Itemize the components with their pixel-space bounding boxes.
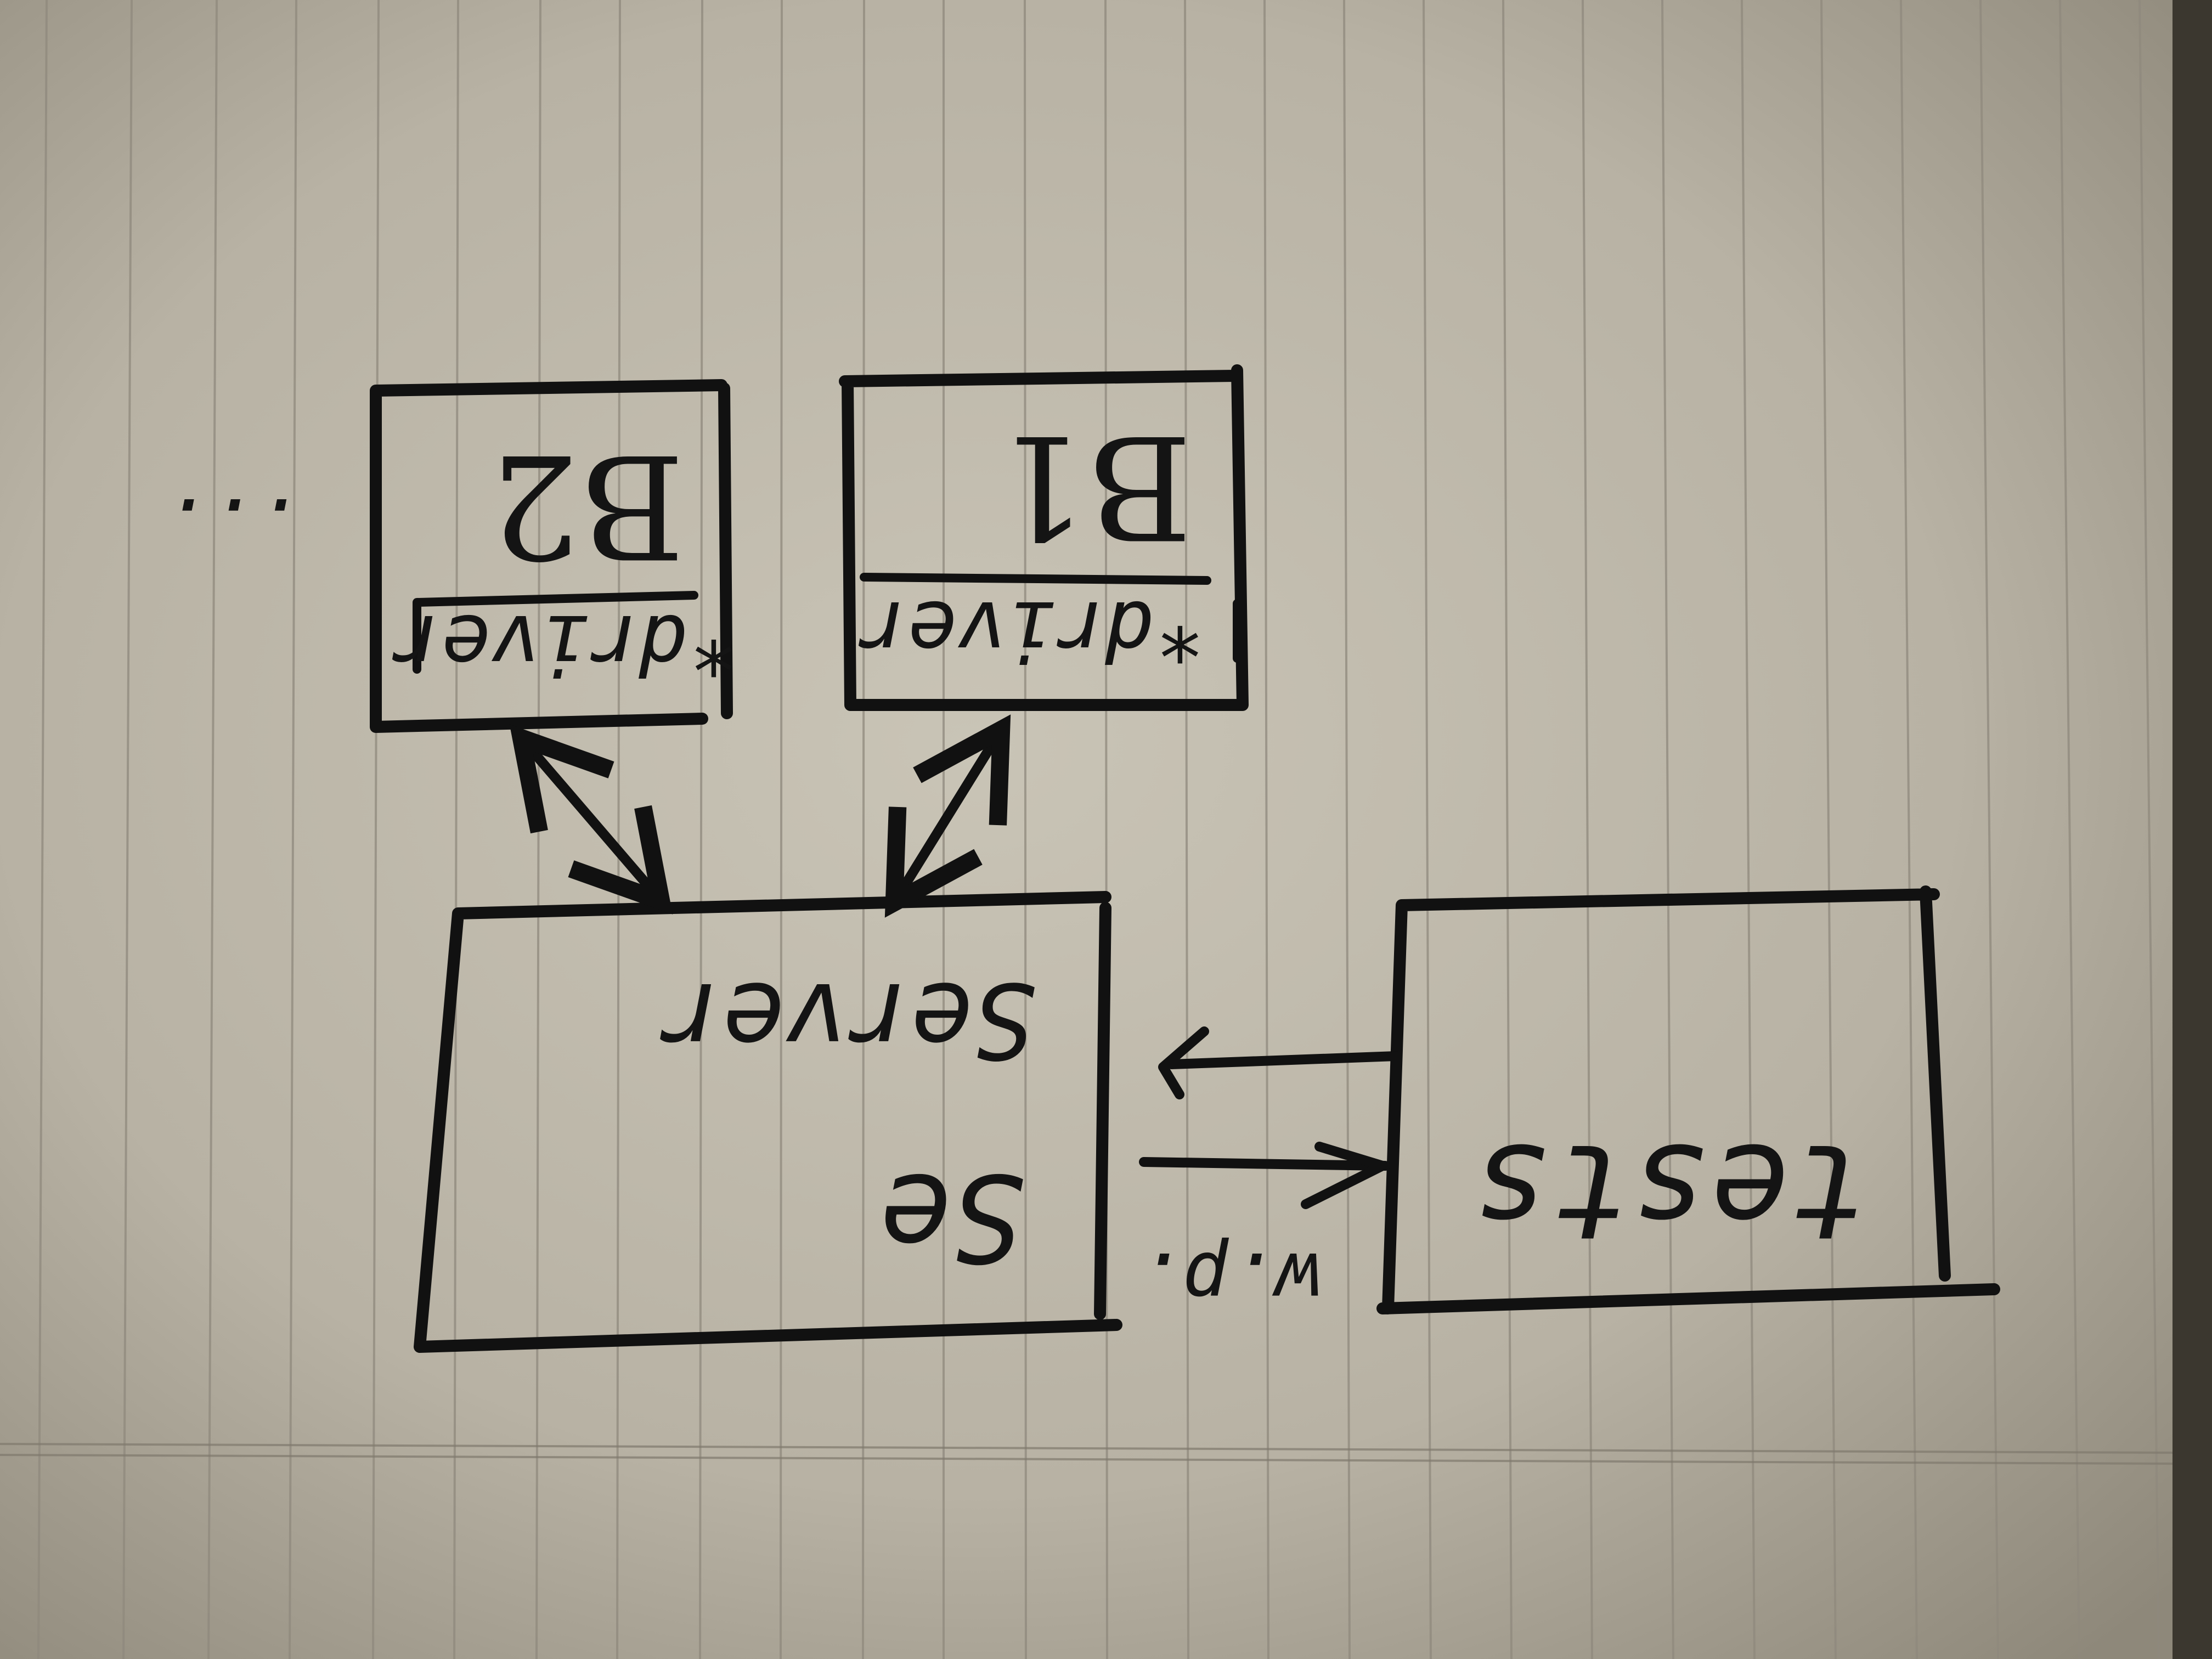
- tests-label: tests: [1472, 1115, 1869, 1268]
- server-box: [414, 891, 1122, 1353]
- server-prefix-label: Se: [879, 1147, 1025, 1288]
- b2-label: B2: [489, 422, 685, 588]
- arrow-tests-to-server: [1158, 1026, 1401, 1099]
- b1-box: [839, 364, 1249, 711]
- edge-label-wp: w.p.: [1136, 1235, 1321, 1324]
- b2-box: [370, 379, 733, 733]
- b1-driver-label: *driver: [858, 583, 1205, 678]
- arrow-server-to-tests: [1139, 1142, 1390, 1209]
- ellipsis: ...: [161, 481, 300, 570]
- ruled-lines: [37, 0, 2160, 1659]
- b2-driver-label: *driver: [392, 596, 738, 692]
- arrow-server-b1: [884, 714, 1011, 918]
- margin-line: [0, 1443, 2173, 1465]
- tests-box: [1376, 885, 2000, 1314]
- page-edge-shadow: [2172, 0, 2212, 1659]
- server-label: Server: [659, 960, 1036, 1081]
- b1-label: B1: [997, 403, 1192, 569]
- arrow-server-b2: [509, 724, 673, 915]
